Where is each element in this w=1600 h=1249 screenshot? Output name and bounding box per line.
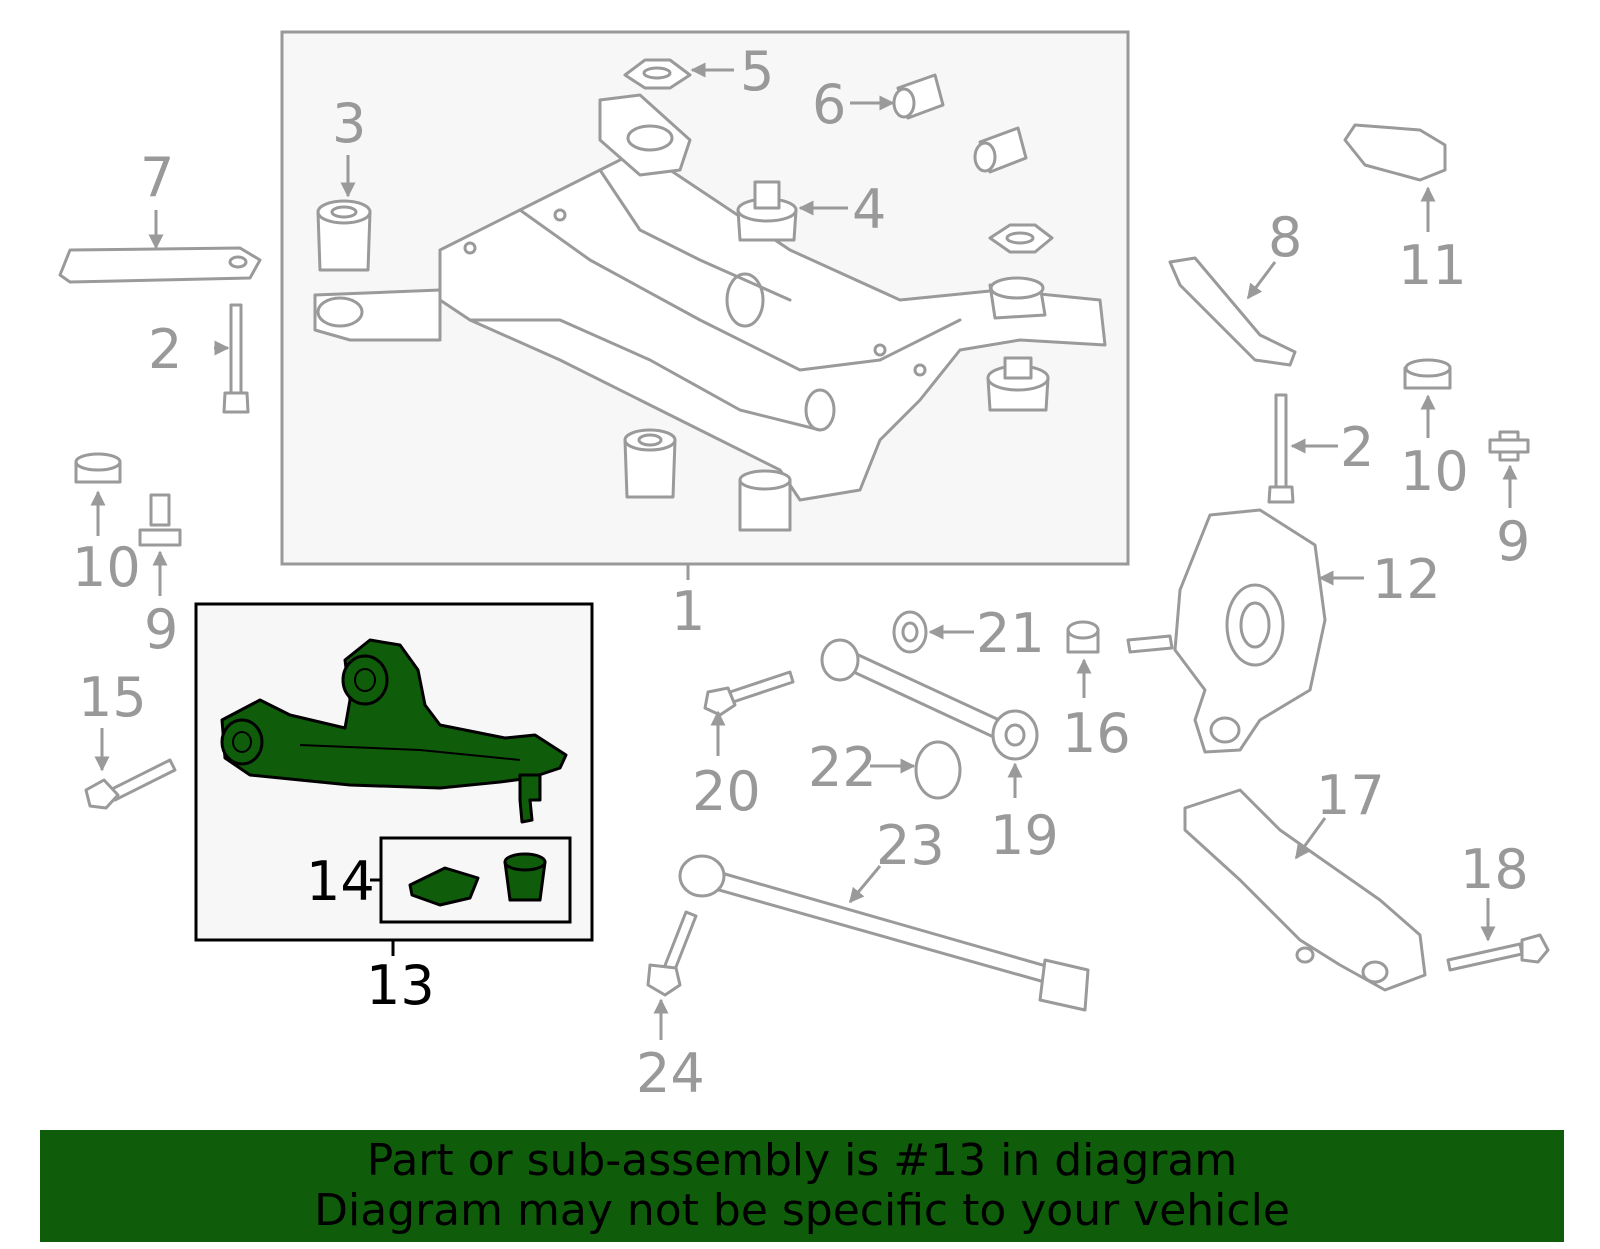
- rear-subframe-part[interactable]: [313, 93, 1107, 532]
- callout-7: 7: [140, 146, 174, 209]
- bushing-kit-14-part[interactable]: [408, 852, 547, 907]
- upper-control-arm-13-part[interactable]: [220, 638, 568, 824]
- callout-10-right: 10: [1400, 440, 1469, 503]
- bolt-15-part[interactable]: [84, 758, 177, 810]
- bushing-lower-left-part[interactable]: [623, 428, 677, 499]
- callout-13: 13: [366, 954, 435, 1017]
- callout-3: 3: [332, 92, 366, 155]
- banner-line-1: Part or sub-assembly is #13 in diagram: [366, 1135, 1238, 1186]
- bolt-20-part[interactable]: [703, 670, 795, 717]
- callout-20: 20: [692, 760, 761, 823]
- callout-11: 11: [1398, 234, 1467, 297]
- callout-19: 19: [990, 804, 1059, 867]
- callout-4: 4: [852, 178, 886, 241]
- bolt-2-left-part[interactable]: [222, 303, 250, 414]
- bolt-9-right-part[interactable]: [1488, 430, 1530, 462]
- bolt-9-left-part[interactable]: [138, 493, 182, 547]
- callout-5: 5: [740, 40, 774, 103]
- callout-9-left: 9: [144, 598, 178, 661]
- bolt-2-right-part[interactable]: [1267, 393, 1295, 504]
- callout-10-left: 10: [72, 536, 141, 599]
- callout-2-right: 2: [1340, 416, 1374, 479]
- brace-8-part[interactable]: [1168, 256, 1297, 367]
- washer-10-right-part[interactable]: [1403, 358, 1452, 390]
- link-19-part[interactable]: [820, 638, 1039, 761]
- callout-17: 17: [1316, 764, 1385, 827]
- bushing-3-part[interactable]: [316, 199, 372, 272]
- washer-21-part[interactable]: [892, 610, 928, 654]
- info-banner: Part or sub-assembly is #13 in diagram D…: [40, 1130, 1564, 1242]
- callout-23: 23: [876, 814, 945, 877]
- callout-8: 8: [1268, 206, 1302, 269]
- link-7-part[interactable]: [58, 246, 262, 284]
- callout-22: 22: [808, 736, 877, 799]
- washer-10-left-part[interactable]: [74, 452, 122, 484]
- callout-9-right: 9: [1496, 510, 1530, 573]
- callout-24: 24: [636, 1042, 705, 1105]
- bushing-right-lower-part[interactable]: [986, 356, 1050, 412]
- callout-21: 21: [976, 602, 1045, 665]
- banner-line-2: Diagram may not be specific to your vehi…: [314, 1185, 1290, 1236]
- knuckle-12-part[interactable]: [1126, 508, 1327, 754]
- callout-12: 12: [1372, 548, 1441, 611]
- callout-16: 16: [1062, 702, 1131, 765]
- callout-18: 18: [1460, 838, 1529, 901]
- washer-5-part[interactable]: [623, 58, 692, 90]
- nut-16-part[interactable]: [1066, 620, 1100, 654]
- washer-5b-part[interactable]: [988, 223, 1054, 254]
- bushing-6b-part[interactable]: [973, 126, 1028, 174]
- callout-6: 6: [812, 73, 846, 136]
- callout-14: 14: [306, 850, 375, 913]
- callout-15: 15: [78, 666, 147, 729]
- link-23-part[interactable]: [678, 854, 1090, 1012]
- nut-4-part[interactable]: [736, 180, 798, 242]
- bolt-24-part[interactable]: [646, 910, 698, 997]
- bolt-18-part[interactable]: [1446, 933, 1550, 972]
- arm-17-part[interactable]: [1183, 788, 1427, 992]
- callout-1: 1: [671, 580, 705, 643]
- washer-22-part[interactable]: [914, 740, 962, 800]
- bracket-11-part[interactable]: [1343, 123, 1447, 182]
- callout-2-left: 2: [148, 318, 182, 381]
